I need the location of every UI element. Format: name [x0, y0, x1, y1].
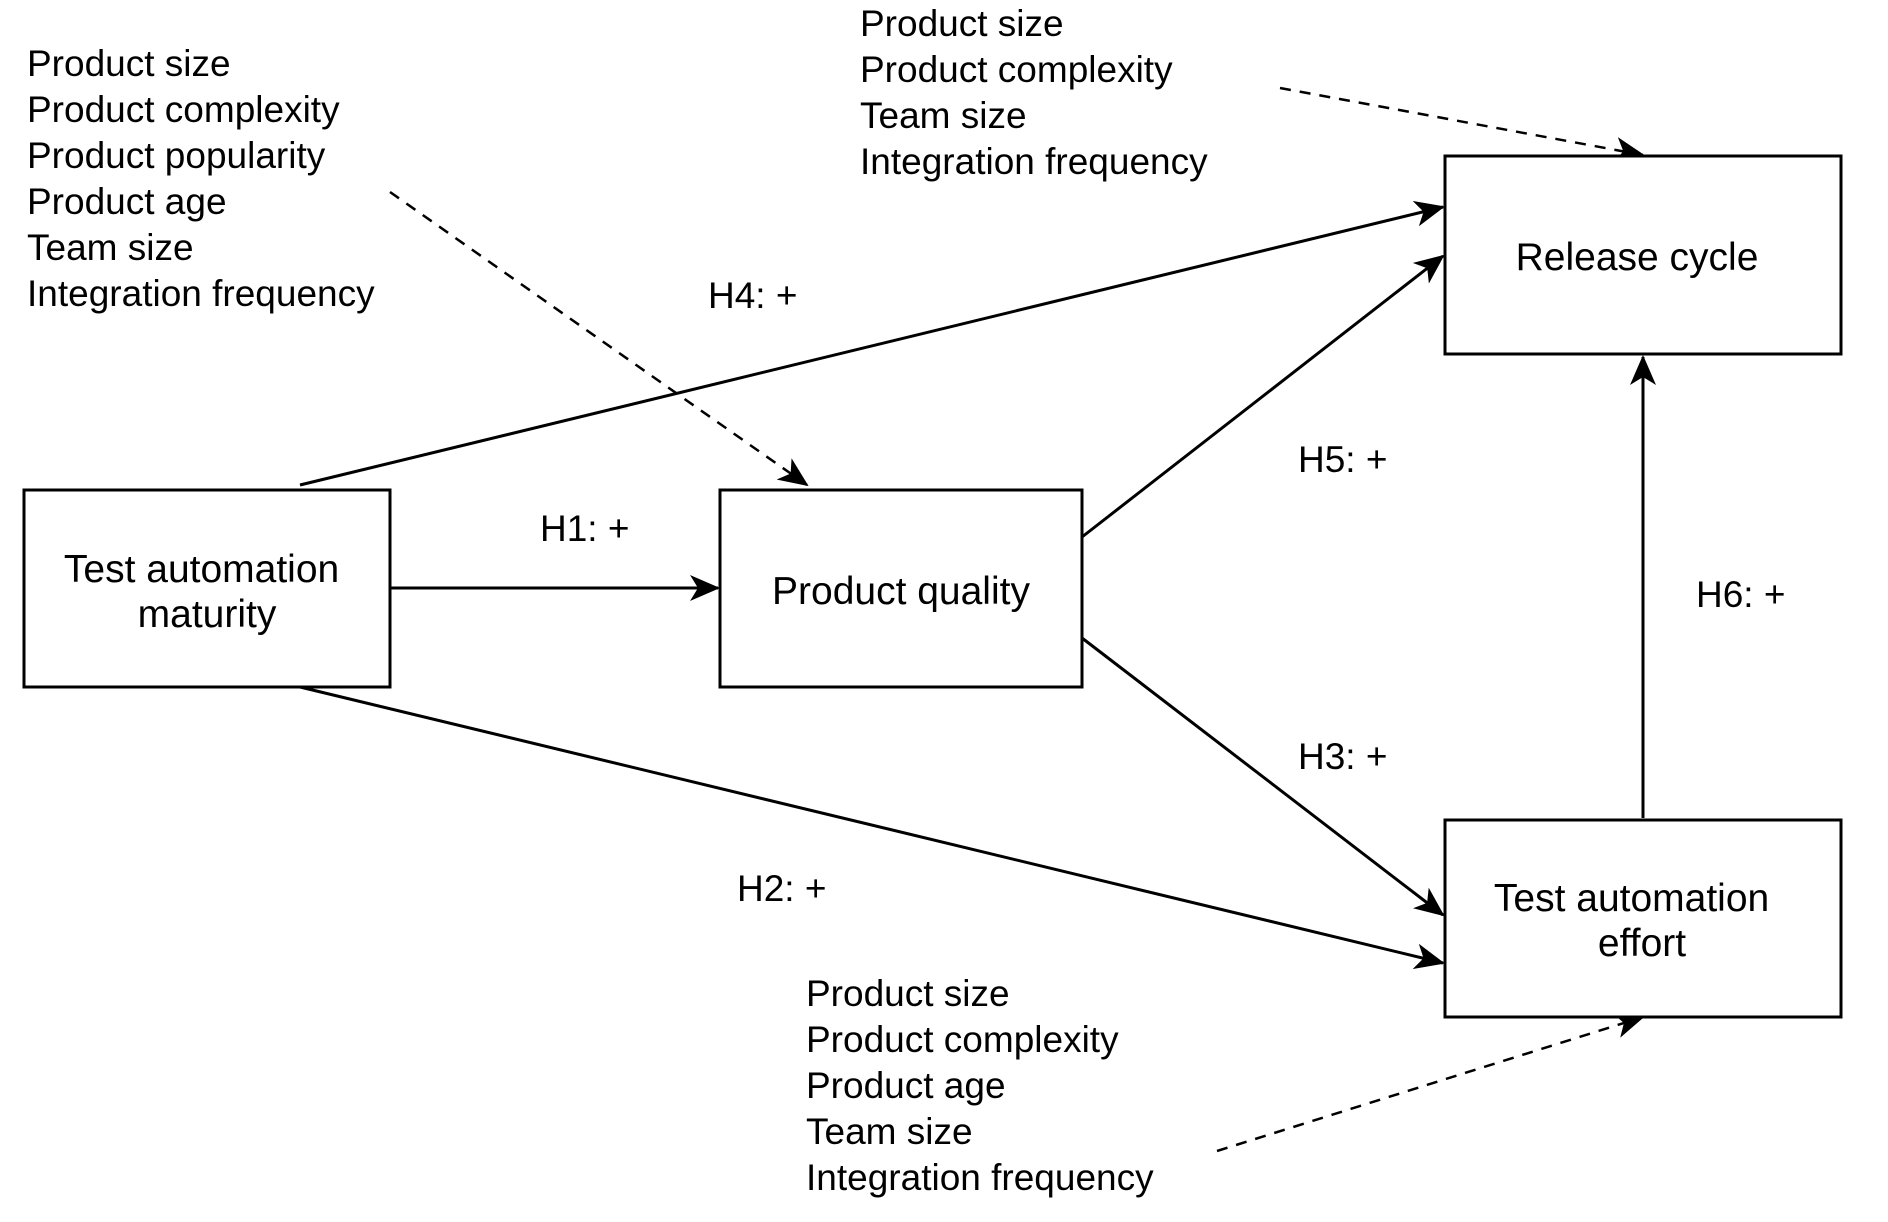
node-release-cycle: Release cycle	[1443, 154, 1843, 356]
control-item: Integration frequency	[806, 1157, 1154, 1198]
control-item: Team size	[27, 227, 194, 268]
control-list-product-quality: Product size Product complexity Product …	[27, 43, 375, 314]
control-item: Team size	[860, 95, 1027, 136]
control-item: Team size	[806, 1111, 973, 1152]
edge-h2-maturity-to-effort	[299, 685, 1445, 970]
node-label-line: Test automation	[64, 548, 339, 591]
control-edge-to-product-quality	[389, 190, 809, 487]
node-product-quality: Product quality	[718, 488, 1084, 689]
control-edge-to-release-cycle	[1279, 86, 1645, 163]
svg-text:Test automation effort: Test automation effort	[1494, 877, 1780, 965]
edge-h3-quality-to-effort	[1081, 636, 1445, 917]
control-item: Product complexity	[806, 1019, 1119, 1060]
control-item: Integration frequency	[860, 141, 1208, 182]
node-test-automation-maturity: Test automation maturity	[22, 488, 392, 689]
control-edge-to-effort	[1216, 1013, 1645, 1153]
control-item: Product size	[806, 973, 1010, 1014]
svg-text:Test automation maturity: Test automation maturity	[64, 548, 350, 636]
edge-h5-quality-to-release-cycle	[1081, 254, 1445, 539]
control-list-release-cycle: Product size Product complexity Team siz…	[860, 3, 1208, 182]
hypothesis-label-h3: H3: +	[1298, 736, 1387, 777]
edge-h4-maturity-to-release-cycle	[299, 200, 1445, 487]
control-item: Product size	[860, 3, 1064, 44]
hypothesis-label-h1: H1: +	[540, 508, 629, 549]
hypothesis-label-h2: H2: +	[737, 868, 826, 909]
hypothesis-label-h6: H6: +	[1696, 574, 1785, 615]
control-item: Product age	[27, 181, 227, 222]
control-item: Product size	[27, 43, 231, 84]
control-item: Product age	[806, 1065, 1006, 1106]
hypothesis-label-h5: H5: +	[1298, 439, 1387, 480]
node-label-line: Product quality	[772, 570, 1030, 613]
node-label-line: Test automation	[1494, 877, 1769, 920]
control-item: Product complexity	[860, 49, 1173, 90]
control-item: Product popularity	[27, 135, 326, 176]
hypothesis-label-h4: H4: +	[708, 275, 797, 316]
node-label-line: effort	[1598, 922, 1686, 965]
control-item: Product complexity	[27, 89, 340, 130]
control-item: Integration frequency	[27, 273, 375, 314]
node-test-automation-effort: Test automation effort	[1443, 818, 1843, 1019]
node-label-line: maturity	[138, 593, 277, 636]
svg-text:Product quality: Product quality	[772, 570, 1030, 613]
control-list-test-automation-effort: Product size Product complexity Product …	[806, 973, 1154, 1198]
svg-text:Release cycle: Release cycle	[1516, 236, 1759, 279]
node-label-line: Release cycle	[1516, 236, 1759, 279]
